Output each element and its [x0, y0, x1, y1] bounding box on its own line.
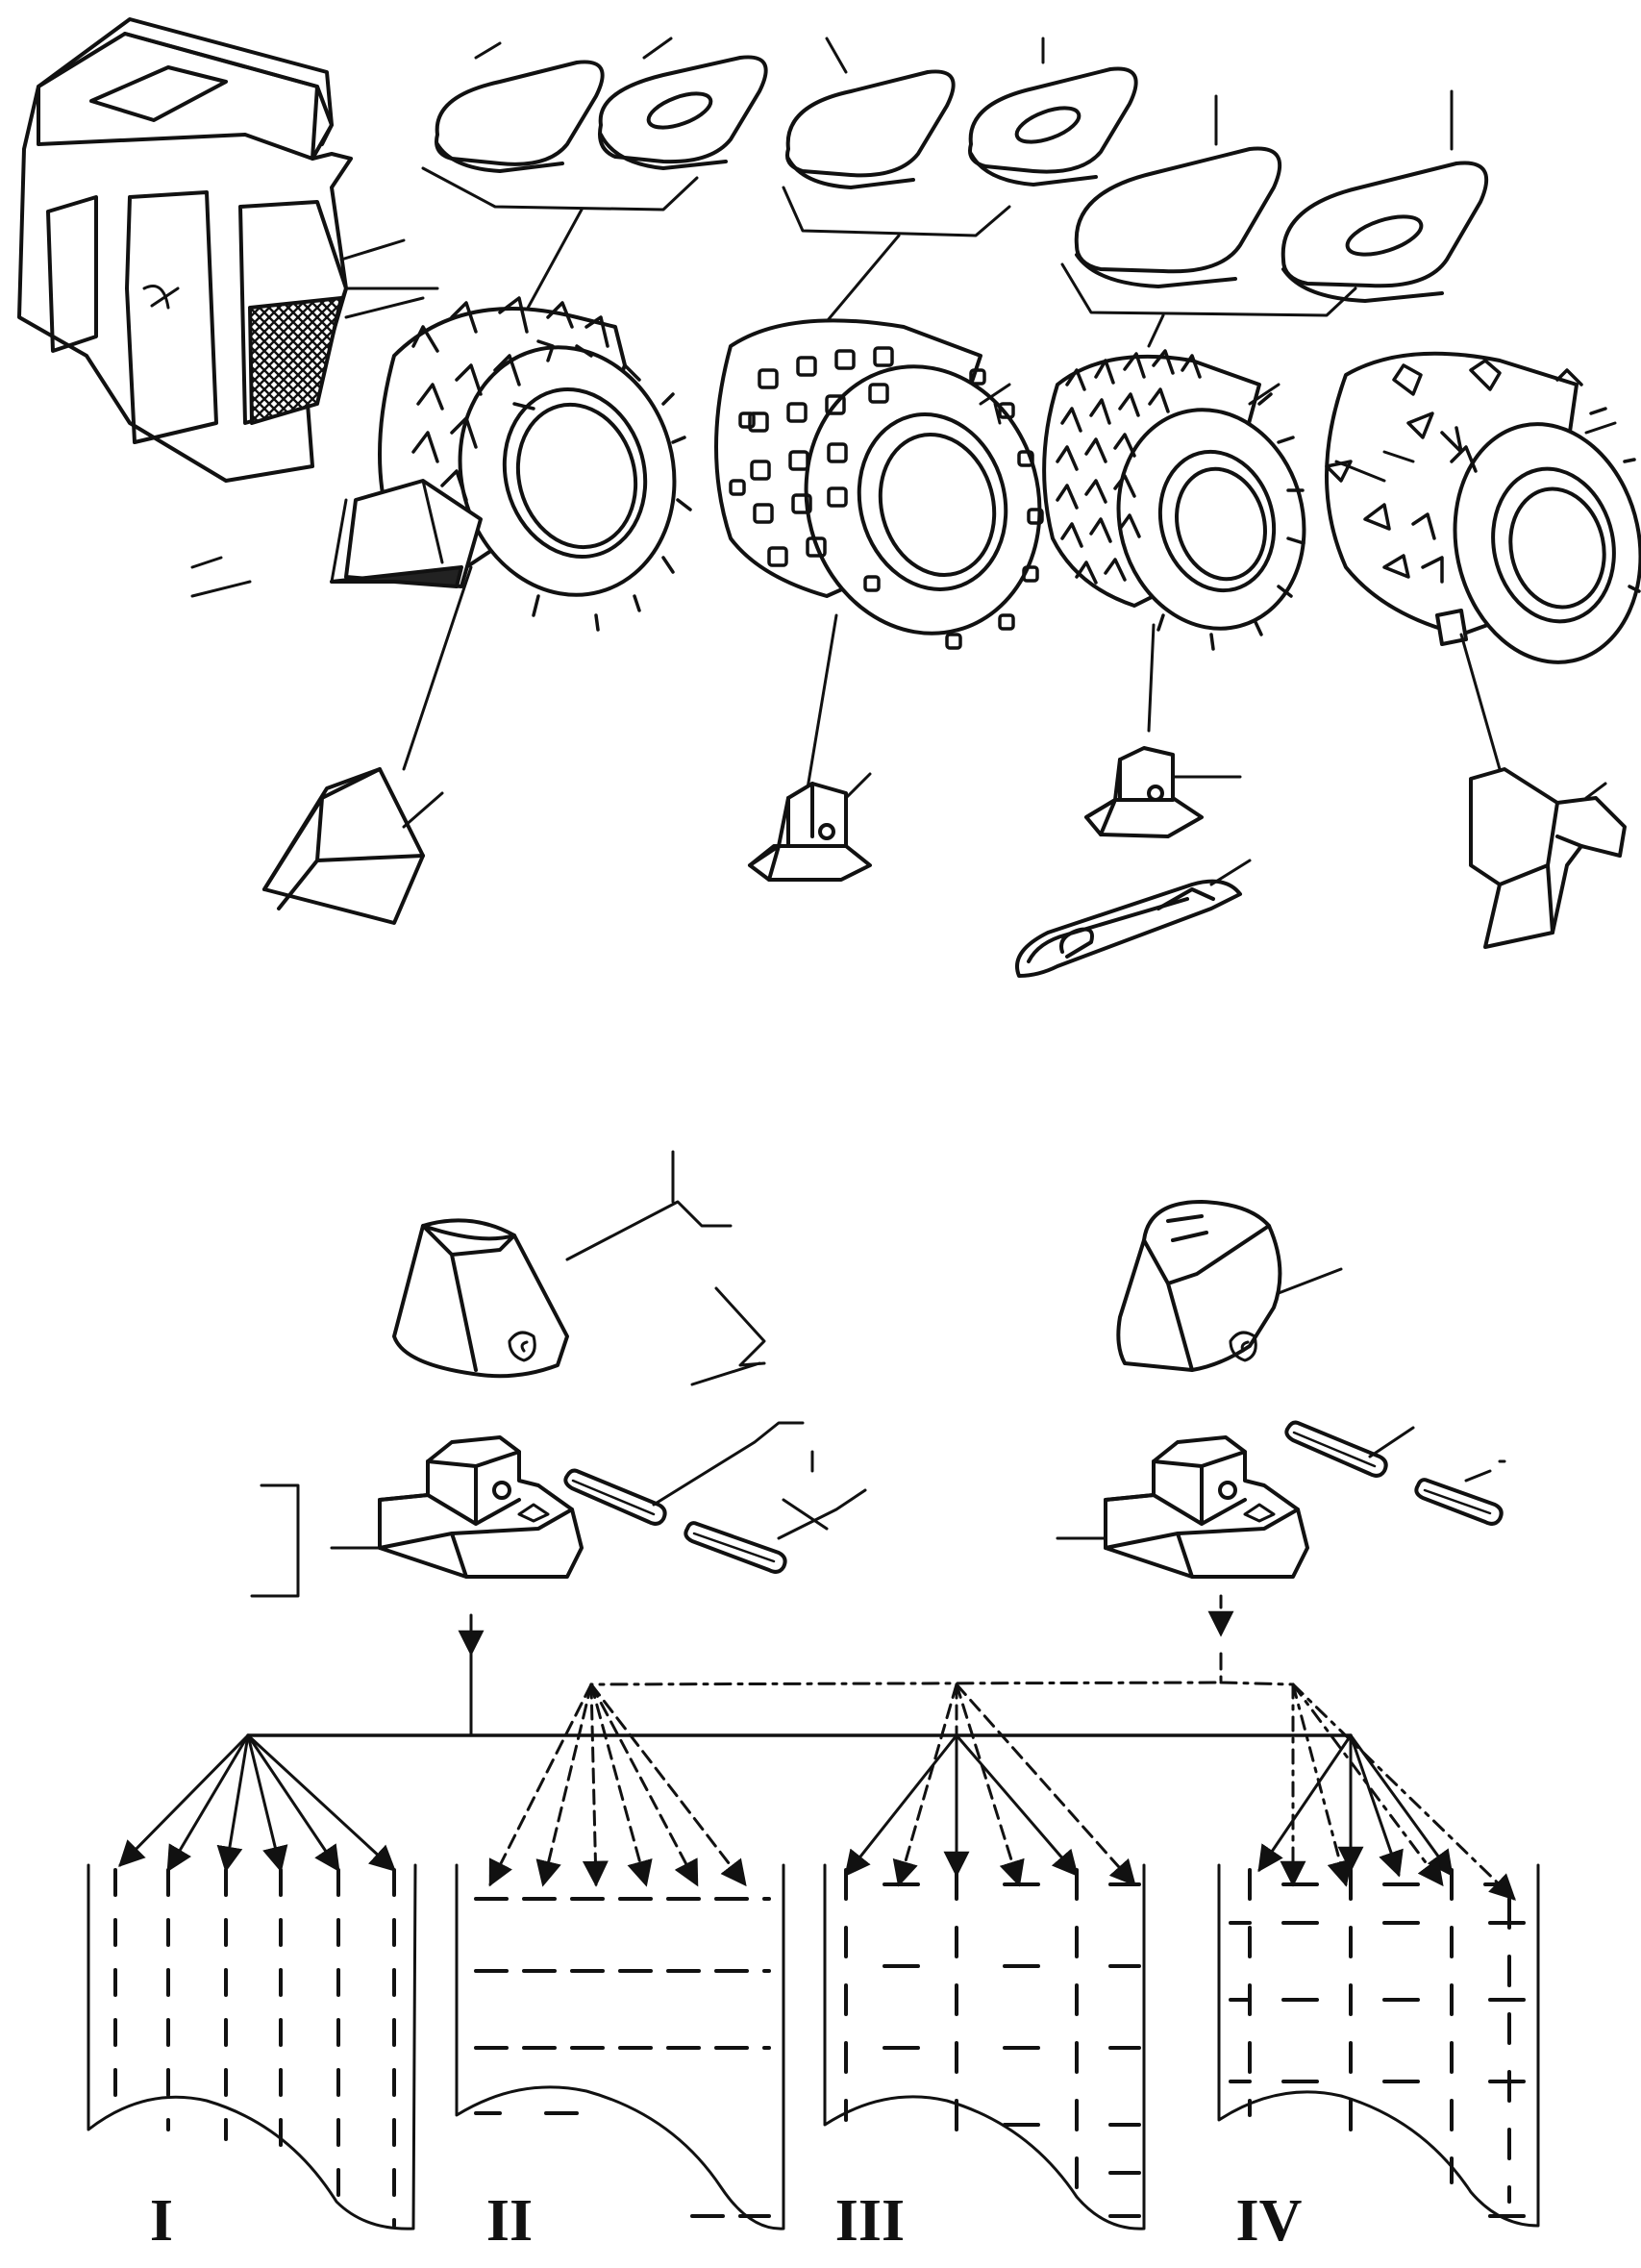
pattern-label-iii: III	[835, 2188, 905, 2254]
tip-icon	[392, 1218, 569, 1379]
pattern-panel-iv	[1217, 1863, 1540, 2228]
tip-icon	[262, 767, 444, 925]
base-icon	[1084, 746, 1242, 838]
drum-icon	[330, 296, 692, 632]
pin-icon	[1284, 1420, 1506, 1526]
drum-icon	[1325, 351, 1641, 664]
cab-icon	[17, 17, 439, 598]
pattern-label-i: I	[150, 2188, 173, 2254]
pattern-label-iv: IV	[1236, 2188, 1303, 2254]
drum-icon	[714, 318, 1044, 650]
base-icon	[748, 772, 872, 882]
tip-icon	[1116, 1200, 1343, 1372]
tip-icon	[1469, 767, 1627, 949]
drum-icon	[1042, 349, 1306, 651]
pattern-panel-iii	[823, 1863, 1146, 2231]
tip-icon	[1015, 859, 1252, 978]
pattern-label-ii: II	[486, 2188, 533, 2254]
pattern-panel-i	[87, 1863, 417, 2231]
pin-icon	[563, 1468, 787, 1574]
wear-plate-icon	[421, 37, 1489, 396]
base-icon	[1056, 1435, 1309, 1579]
base-icon	[378, 1435, 584, 1579]
pattern-panel-ii	[455, 1863, 785, 2231]
